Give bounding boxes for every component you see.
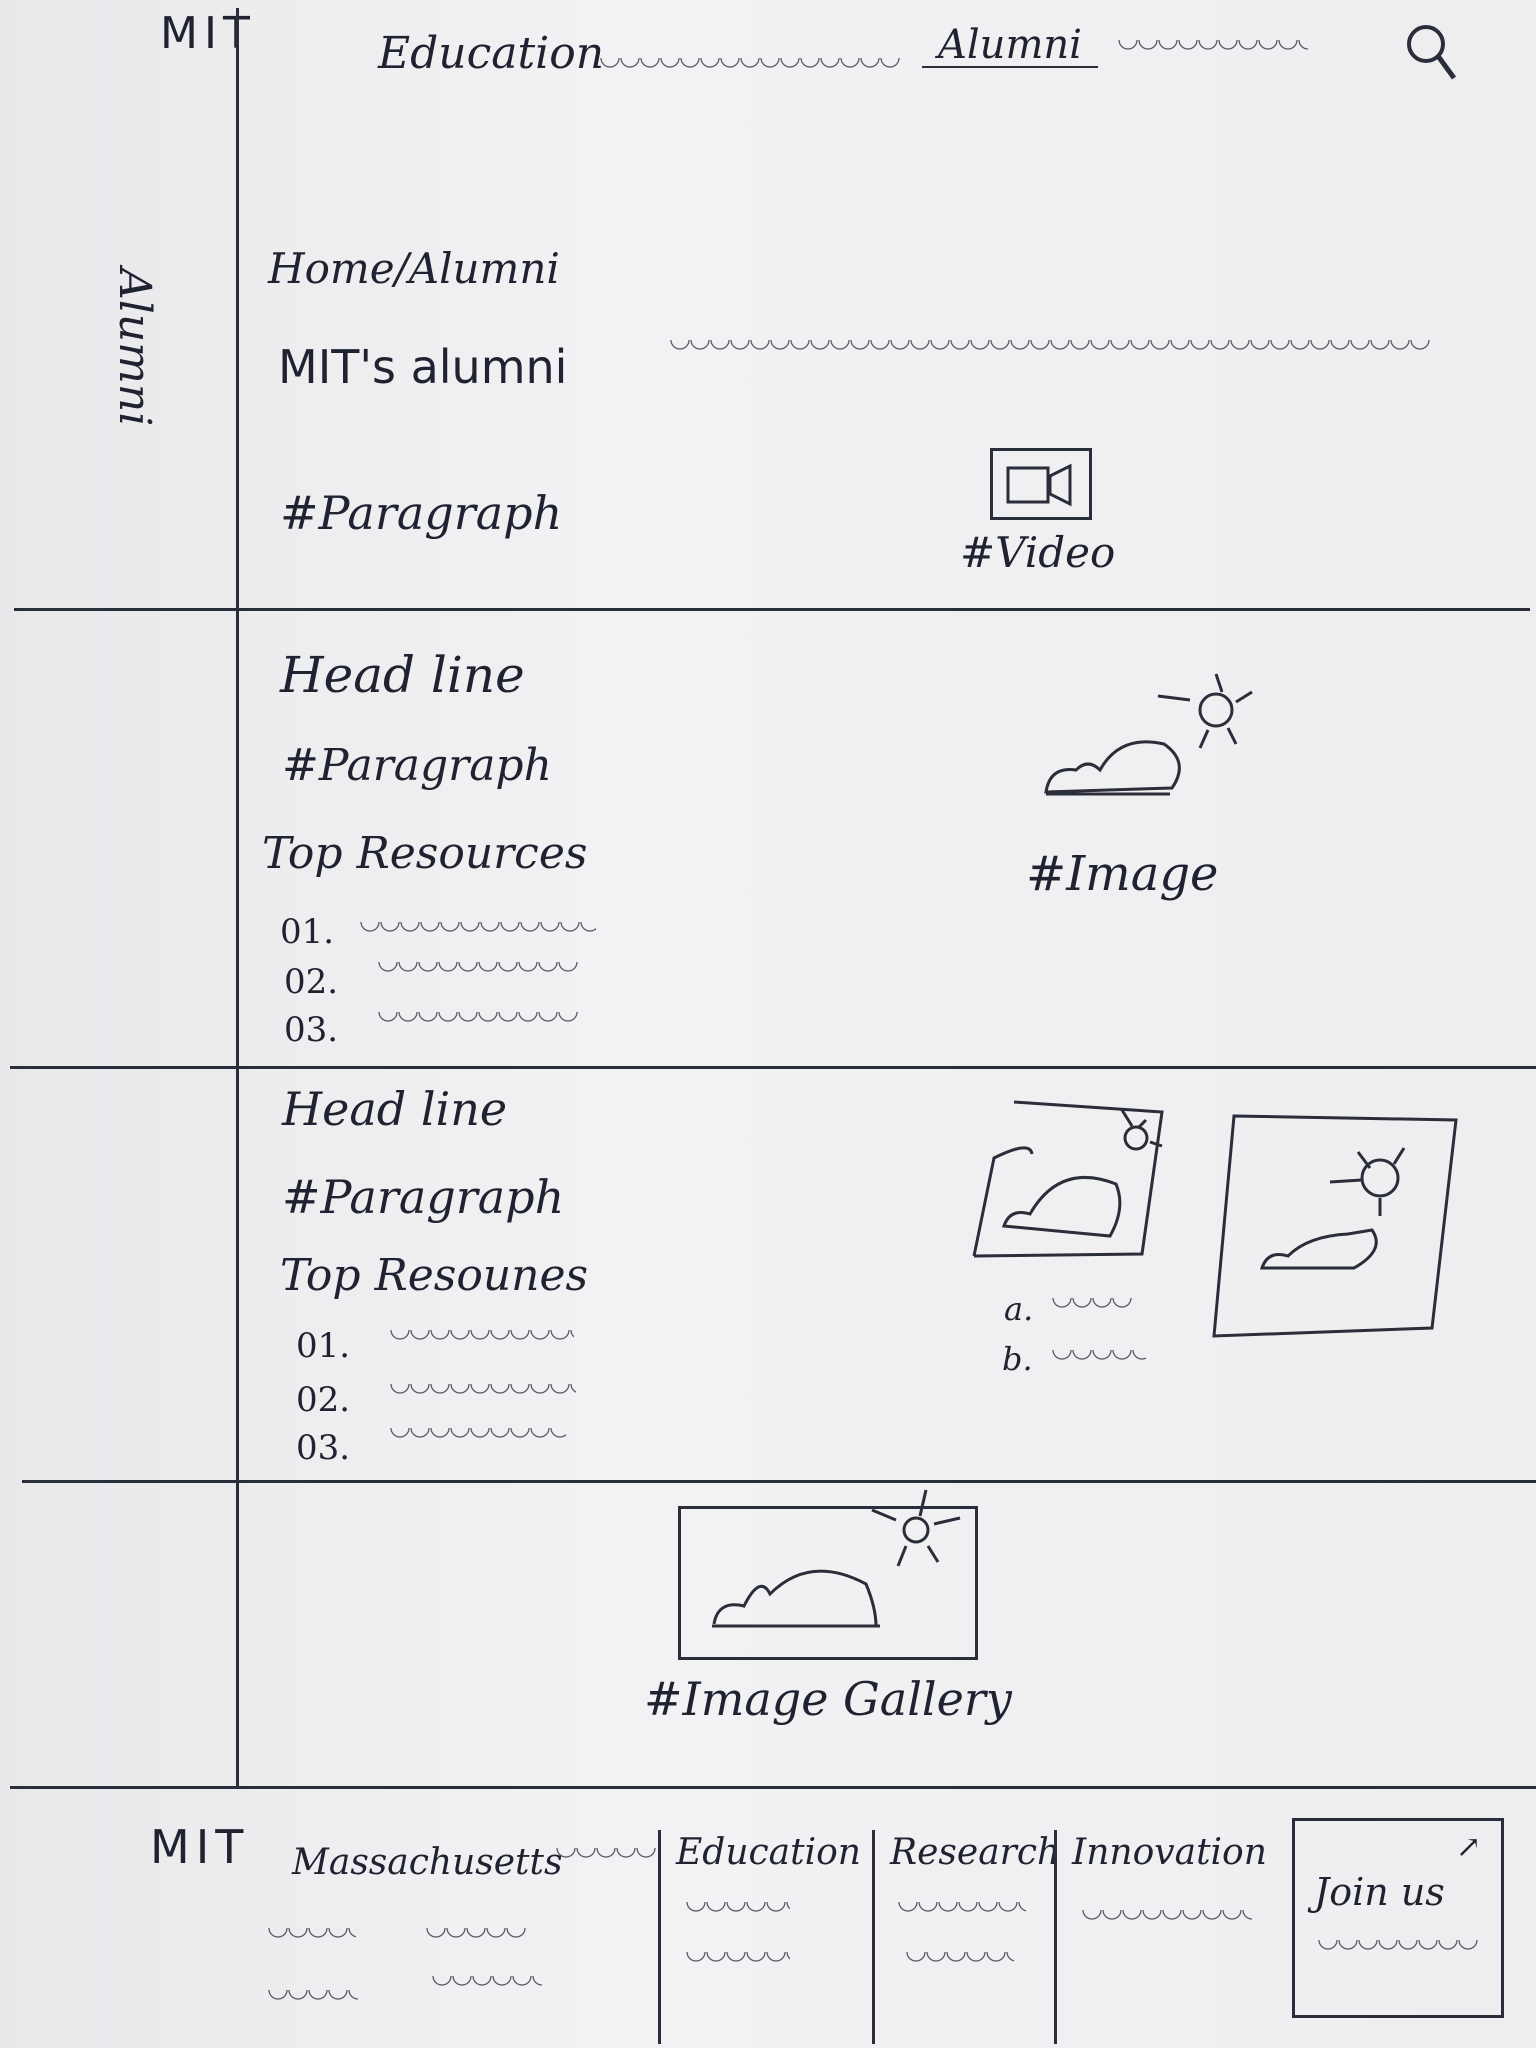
section-divider-1 (14, 608, 1530, 611)
gallery-image[interactable] (678, 1506, 978, 1660)
list-item-link[interactable] (378, 962, 578, 978)
section1-resources-title: Top Resources (262, 828, 588, 879)
hero-paragraph: #Paragraph (280, 486, 563, 540)
section-divider-2 (10, 1066, 1536, 1069)
section2-headline: Head line (282, 1082, 508, 1136)
footer-col-massachusetts: Massachusetts (292, 1842, 563, 1883)
nav-placeholder-links[interactable] (600, 58, 900, 74)
footer-col-research: Research (890, 1832, 1061, 1873)
footer-link[interactable] (432, 1976, 542, 1992)
footer-massachusetts-line (556, 1848, 656, 1864)
nav-education[interactable]: Education (378, 28, 605, 79)
footer-link[interactable] (1082, 1910, 1252, 1926)
breadcrumb[interactable]: Home/Alumni (268, 244, 560, 293)
section1-headline: Head line (280, 646, 525, 704)
sidebar-label[interactable]: Alumni (109, 268, 160, 427)
list-item[interactable]: 03. (296, 1428, 351, 1468)
footer-col-innovation: Innovation (1072, 1832, 1267, 1873)
footer-col-divider-3 (1054, 1830, 1057, 2044)
footer-link[interactable] (268, 1928, 356, 1944)
external-arrow-icon: ↗ (1456, 1830, 1482, 1865)
page-title-continuation (670, 340, 1430, 356)
gallery-label: #Image Gallery (644, 1672, 1012, 1726)
sidebar-divider (236, 8, 239, 1788)
list-item-link[interactable] (378, 1012, 578, 1028)
section2-paragraph: #Paragraph (282, 1170, 565, 1224)
section2-image-card-2[interactable] (1208, 1112, 1458, 1342)
list-item[interactable]: 02. (284, 962, 339, 1002)
section2-image-card-1[interactable] (970, 1096, 1190, 1266)
nav-alumni[interactable]: Alumni (938, 22, 1082, 68)
header-logo[interactable]: MIT (160, 8, 256, 59)
footer-link[interactable] (906, 1952, 1014, 1968)
list-item-link[interactable] (360, 922, 596, 938)
footer-link[interactable] (268, 1990, 358, 2006)
bullet-a[interactable]: a. (1004, 1290, 1034, 1328)
section2-resources-title: Top Resounes (280, 1250, 589, 1301)
footer-link[interactable] (426, 1928, 526, 1944)
video-camera-icon (1006, 463, 1072, 507)
list-item-link[interactable] (390, 1384, 576, 1400)
list-item-link[interactable] (390, 1330, 574, 1346)
join-us-label: Join us (1314, 1870, 1445, 1914)
footer-col-education: Education (676, 1832, 861, 1873)
footer-logo[interactable]: MIT (150, 1820, 250, 1874)
list-item[interactable]: 02. (296, 1380, 351, 1420)
bullet-b[interactable]: b. (1002, 1340, 1033, 1378)
join-us-card[interactable] (1292, 1818, 1504, 2018)
page-title: MIT's alumni (278, 340, 568, 394)
list-item[interactable]: 01. (296, 1326, 351, 1366)
bullet-a-link[interactable] (1052, 1298, 1132, 1314)
join-us-line (1318, 1940, 1478, 1956)
list-item-link[interactable] (390, 1428, 566, 1444)
footer-col-divider-2 (872, 1830, 875, 2044)
video-thumbnail[interactable] (990, 448, 1092, 520)
footer-link[interactable] (686, 1902, 790, 1918)
footer-col-divider-1 (658, 1830, 661, 2044)
footer-divider (10, 1786, 1536, 1789)
video-label: #Video (960, 528, 1116, 577)
footer-link[interactable] (898, 1902, 1026, 1918)
section-divider-3 (22, 1480, 1536, 1483)
search-icon[interactable] (1400, 18, 1460, 88)
list-item[interactable]: 01. (280, 912, 335, 952)
section1-paragraph: #Paragraph (282, 740, 552, 791)
footer-link[interactable] (686, 1952, 790, 1968)
gallery-image-icon (712, 1489, 961, 1628)
list-item[interactable]: 03. (284, 1010, 339, 1050)
bullet-b-link[interactable] (1052, 1350, 1146, 1366)
section1-image-icon[interactable] (1040, 670, 1260, 810)
section1-image-label: #Image (1026, 846, 1219, 902)
nav-alumni-underline (922, 66, 1098, 68)
nav-more-links[interactable] (1118, 40, 1308, 56)
